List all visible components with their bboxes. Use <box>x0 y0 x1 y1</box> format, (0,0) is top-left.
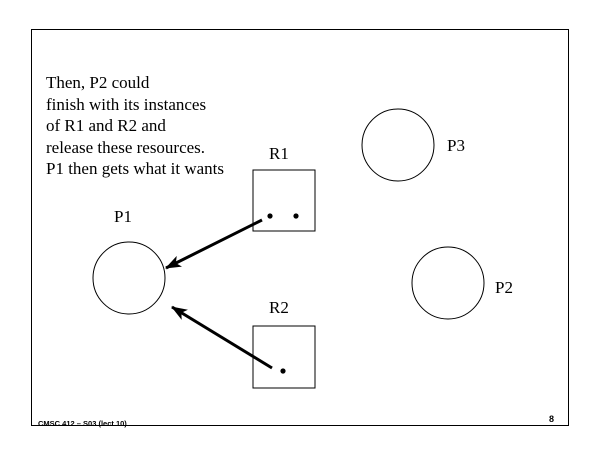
text-line-1: Then, P2 could <box>46 73 150 92</box>
footer-course-label: CMSC 412 – S03 (lect 10) <box>38 419 127 428</box>
process-p3-node <box>361 108 435 182</box>
resource-r2-box <box>252 325 316 389</box>
page-number: 8 <box>549 414 555 424</box>
slide-text: Then, P2 could finish with its instances… <box>46 72 224 180</box>
process-p2-label: P2 <box>495 278 513 297</box>
process-p1-node <box>92 241 166 315</box>
resource-r1-instance-2 <box>293 213 299 219</box>
text-line-2: finish with its instances <box>46 94 207 114</box>
resource-r1-box <box>252 169 316 232</box>
assignment-edge-r1-to-p1 <box>165 218 263 270</box>
text-line-3: of R1 and R2 and <box>46 116 166 135</box>
resource-r2-instance-1 <box>280 368 286 374</box>
resource-r1-instance-1 <box>267 213 273 219</box>
process-p1-label: P1 <box>114 207 132 226</box>
resource-r2-label: R2 <box>269 298 289 317</box>
process-p3-label: P3 <box>447 136 465 155</box>
text-line-4: release these resources. <box>46 137 206 157</box>
text-line-5: P1 then gets what it wants <box>46 159 225 178</box>
resource-r1-label: R1 <box>269 144 289 163</box>
request-edge-p1-to-r2 <box>171 305 273 370</box>
slide-frame <box>31 29 569 426</box>
process-p2-node <box>411 246 485 320</box>
